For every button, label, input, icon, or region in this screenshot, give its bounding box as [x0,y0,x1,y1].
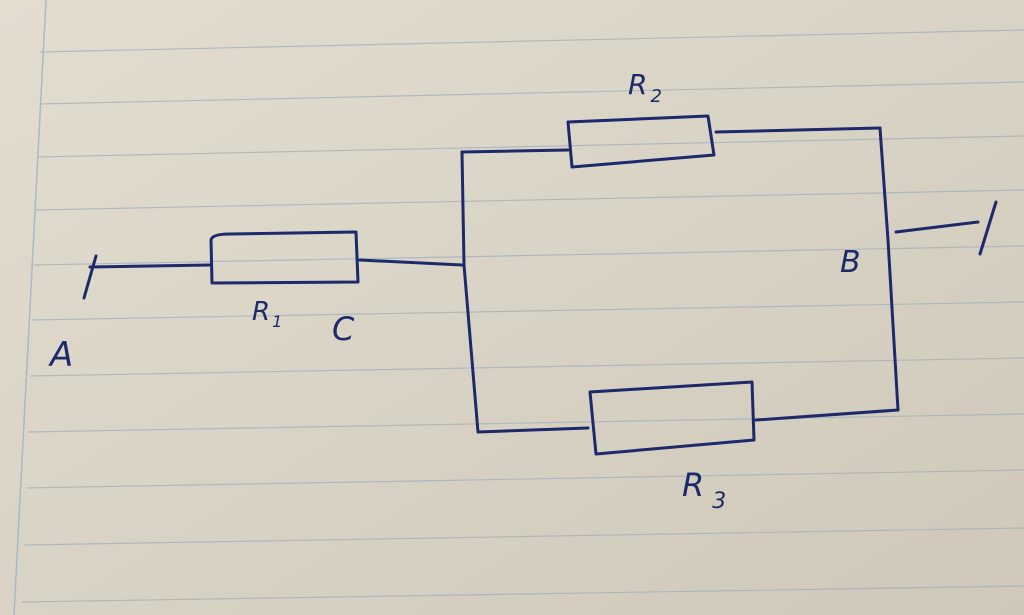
circuit [82,114,998,456]
ruled-lines [21,29,1024,603]
terminal-a-tick [82,254,98,300]
label-a: A [48,335,73,375]
margin-line [13,0,47,615]
terminal-b-tick [978,200,998,256]
label-b: B [840,245,861,280]
label-c: C [332,310,355,348]
resistor-r2 [566,114,716,169]
resistor-r3 [588,380,756,456]
right-bus [878,126,900,412]
wire-bottom-right [754,408,900,422]
wire-top-right [714,126,882,134]
left-bus [460,150,480,434]
wire-top-left [460,148,570,154]
wire-bottom-left [476,426,590,434]
wire-a-r1 [88,263,212,269]
resistor-r1 [209,230,360,285]
wire-r1-junction [358,258,464,267]
wire-b-out [894,220,980,234]
